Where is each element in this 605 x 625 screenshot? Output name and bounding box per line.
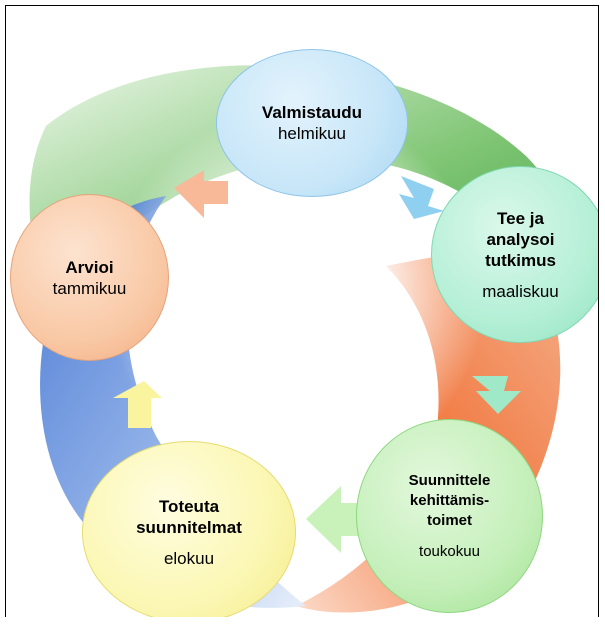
stage-name: suunnitelmat — [136, 517, 242, 537]
stage-name: kehittämis- — [409, 491, 490, 509]
arrow-plan-to-execute — [306, 486, 361, 553]
stage-prepare: Valmistaudu helmikuu — [216, 49, 408, 197]
stage-name: Toteuta — [158, 496, 220, 516]
stage-month: helmikuu — [277, 124, 347, 143]
diagram-frame: Valmistaudu helmikuu Tee ja analysoi tut… — [5, 5, 599, 617]
arrow-evaluate-to-prepare — [174, 170, 228, 218]
stage-month: maaliskuu — [482, 281, 559, 301]
stage-month: elokuu — [163, 548, 215, 568]
stage-research: Tee ja analysoi tutkimus maaliskuu — [431, 166, 598, 343]
stage-plan: Suunnittele kehittämis- toimet toukokuu — [356, 419, 543, 613]
stage-name: analysoi — [486, 229, 555, 249]
stage-name: tutkimus — [485, 250, 556, 270]
stage-name: Arvioi — [65, 257, 114, 277]
stage-month: toukokuu — [419, 542, 480, 560]
stage-evaluate: Arvioi tammikuu — [10, 194, 169, 361]
arrow-execute-to-evaluate — [113, 381, 162, 428]
cycle-arrows — [113, 170, 521, 553]
stage-name: Suunnittele — [408, 471, 491, 489]
arrow-research-to-plan — [472, 376, 521, 414]
stage-month: tammikuu — [52, 278, 127, 298]
stage-name: toimet — [427, 511, 472, 529]
stage-name: Valmistaudu — [261, 103, 363, 122]
stage-name: Tee ja — [497, 208, 544, 228]
arrow-prepare-to-research — [399, 176, 444, 219]
stage-execute: Toteuta suunnitelmat elokuu — [82, 441, 296, 617]
